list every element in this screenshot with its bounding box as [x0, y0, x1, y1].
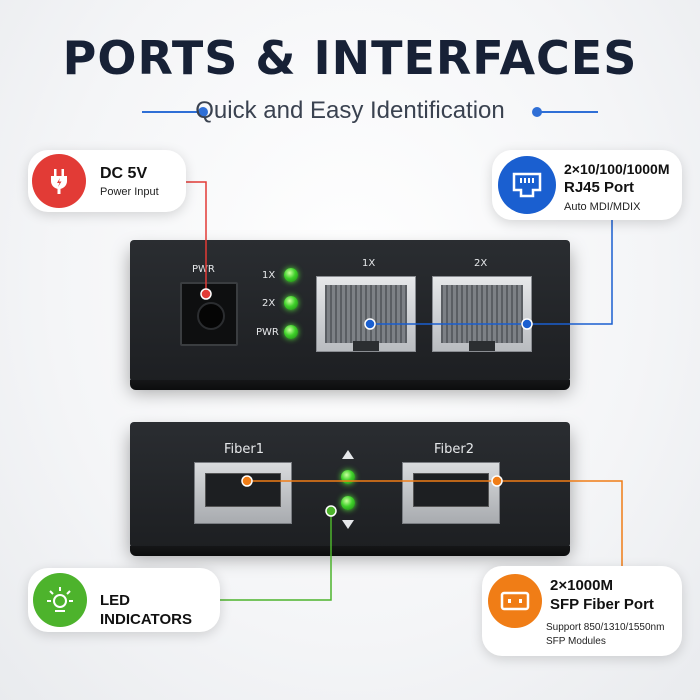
dc-callout-subtitle: Power Input — [100, 186, 159, 198]
led-fiber-2 — [341, 496, 355, 510]
subtitle-line-left — [142, 111, 202, 113]
power-plug-icon — [32, 154, 86, 208]
rj45-port-1x-contacts — [325, 285, 407, 343]
callout-dc-power: DC 5V Power Input — [28, 150, 186, 212]
rj45-callout-title-2: RJ45 Port — [564, 179, 635, 196]
top-device-edge — [130, 380, 570, 390]
light-icon — [33, 573, 87, 627]
sfp-module-icon — [488, 574, 542, 628]
callout-led: LED INDICATORS — [28, 568, 220, 632]
ethernet-port-icon — [498, 156, 556, 214]
rj45-port-1x-tab — [353, 341, 379, 351]
port-label-2x: 2X — [474, 258, 488, 269]
page-title: PORTS & INTERFACES — [62, 31, 638, 85]
led-1x — [284, 268, 298, 282]
sfp-port-fiber1[interactable] — [194, 462, 292, 524]
callout-rj45: 2×10/100/1000M RJ45 Port Auto MDI/MDIX — [492, 150, 682, 220]
dc-callout-title: DC 5V — [100, 165, 148, 182]
sfp-callout-subtitle-2: SFP Modules — [546, 636, 606, 647]
subtitle-line-right — [538, 111, 598, 113]
led-label-2x: 2X — [262, 298, 276, 309]
rj45-callout-subtitle: Auto MDI/MDIX — [564, 201, 641, 213]
rj45-port-1x[interactable] — [316, 276, 416, 352]
sfp-port-fiber2-cage — [413, 473, 489, 507]
led-fiber-1 — [341, 470, 355, 484]
sfp-callout-title-2: SFP Fiber Port — [550, 596, 654, 613]
sfp-callout-subtitle-1: Support 850/1310/1550nm — [546, 622, 665, 633]
led-label-pwr: PWR — [256, 327, 279, 338]
subtitle-dot-left — [198, 107, 208, 117]
callout-sfp: 2×1000M SFP Fiber Port Support 850/1310/… — [482, 566, 682, 656]
led-callout-title: LED INDICATORS — [100, 592, 192, 628]
bottom-device-panel: Fiber1 Fiber2 — [130, 422, 570, 556]
rj45-port-2x-tab — [469, 341, 495, 351]
sfp-port-fiber2[interactable] — [402, 462, 500, 524]
rj45-callout-title-1: 2×10/100/1000M — [564, 161, 670, 177]
subtitle-row: Quick and Easy Identification — [0, 96, 700, 126]
port-label-1x: 1X — [362, 258, 376, 269]
page-subtitle: Quick and Easy Identification — [195, 97, 505, 124]
dc-jack-hole — [197, 302, 225, 330]
pwr-label: PWR — [192, 264, 215, 275]
bottom-device-edge — [130, 546, 570, 556]
dc-jack[interactable] — [180, 282, 238, 346]
arrow-up-icon — [342, 450, 354, 459]
rj45-port-2x-contacts — [441, 285, 523, 343]
sfp-callout-title-1: 2×1000M — [550, 577, 613, 594]
fiber1-label: Fiber1 — [224, 442, 265, 457]
arrow-down-icon — [342, 520, 354, 529]
led-label-1x: 1X — [262, 270, 276, 281]
led-pwr — [284, 325, 298, 339]
rj45-port-2x[interactable] — [432, 276, 532, 352]
subtitle-dot-right — [532, 107, 542, 117]
fiber2-label: Fiber2 — [434, 442, 475, 457]
sfp-port-fiber1-cage — [205, 473, 281, 507]
top-device-panel: PWR 1X 2X PWR 1X 2X — [130, 240, 570, 390]
led-2x — [284, 296, 298, 310]
